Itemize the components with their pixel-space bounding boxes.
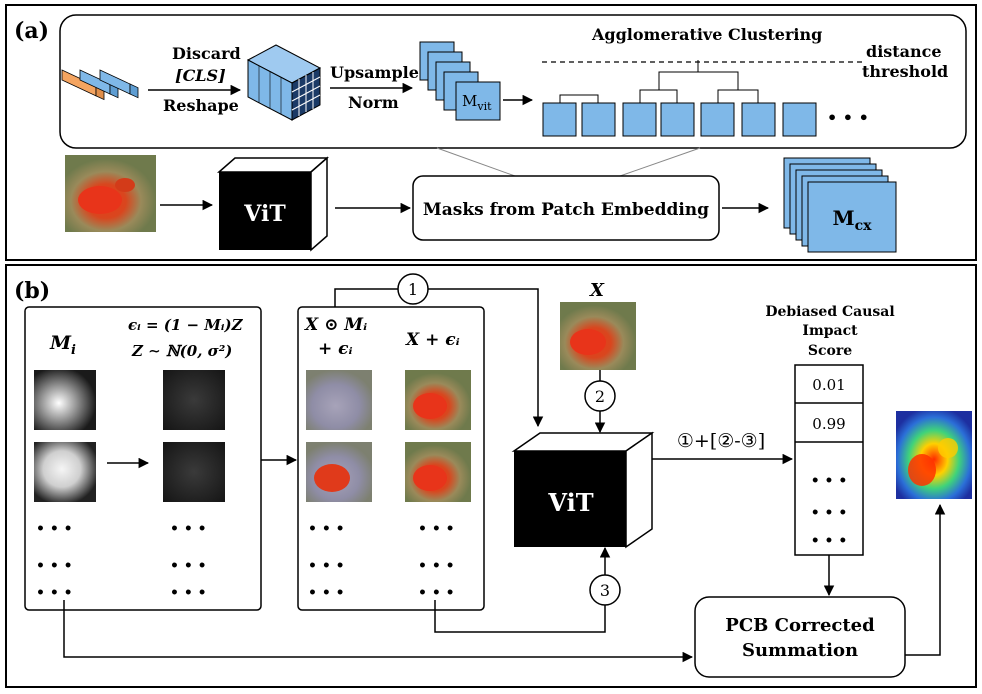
score-title-3: Score	[808, 343, 852, 359]
step-2-circle	[584, 380, 616, 412]
vit-label-a: ViT	[243, 201, 286, 227]
input-image-shrimp	[65, 155, 156, 232]
step-1-number: 1	[408, 280, 418, 299]
panel-b-border	[5, 264, 977, 688]
pcb-label-2: Summation	[742, 640, 858, 661]
cls-label: [CLS]	[175, 66, 226, 85]
dendrogram	[559, 60, 759, 103]
dots-noisy-2: • • •	[418, 558, 455, 574]
threshold-label: threshold	[862, 62, 948, 81]
heatmap-output	[896, 411, 972, 499]
mvit-label: Mvit	[462, 92, 492, 113]
noisy-image-2	[405, 442, 471, 502]
dots-noisy-3: • • •	[418, 585, 455, 601]
perturbed-box	[297, 306, 485, 611]
panel-a: (a) Discard [CLS] Reshape	[5, 4, 977, 261]
xm-label-2: + ϵᵢ	[318, 339, 353, 359]
dots-mask-1: • • •	[36, 521, 73, 537]
mask-to-pcb-line	[63, 600, 694, 663]
dots-noise-1: • • •	[170, 521, 207, 537]
clustering-title: Agglomerative Clustering	[591, 25, 822, 44]
formula-label: ①+[②-③]	[677, 430, 765, 452]
score-dots-3: • • •	[811, 533, 848, 549]
z-equation: Z ∼ ℕ(0, σ²)	[131, 342, 232, 360]
feature-grid-tensor	[246, 44, 322, 121]
masked-image-2	[306, 442, 372, 502]
dots-mask-2: • • •	[36, 558, 73, 574]
masks-label: Masks from Patch Embedding	[423, 200, 709, 220]
cluster-blocks	[542, 102, 817, 137]
dots-masked-2: • • •	[308, 558, 345, 574]
noisy-image-1	[405, 370, 471, 430]
dots-masked-1: • • •	[308, 521, 345, 537]
vit-cube-b: ViT	[511, 431, 655, 549]
step-3-circle	[589, 574, 621, 606]
path-3-line	[434, 546, 611, 633]
dots-noise-3: • • •	[170, 585, 207, 601]
token-bars	[61, 69, 139, 101]
score-dots-1: • • •	[811, 473, 848, 489]
step-3-number: 3	[600, 581, 610, 600]
masked-image-1	[306, 370, 372, 430]
cluster-ellipsis: • • •	[827, 108, 869, 127]
dots-mask-3: • • •	[36, 585, 73, 601]
masks-box	[412, 175, 720, 241]
mask-noise-box	[24, 306, 262, 611]
path-1-line	[334, 288, 544, 428]
mcx-stack	[783, 157, 897, 253]
mcx-label: Mcx	[832, 206, 872, 234]
pcb-label-1: PCB Corrected	[725, 615, 875, 636]
score-title-2: Impact	[802, 323, 858, 339]
connector-right	[619, 147, 701, 177]
mvit-stack: Mvit	[419, 41, 501, 121]
patch-embedding-box	[59, 14, 967, 149]
upsample-label: Upsample	[330, 63, 419, 82]
norm-label: Norm	[348, 93, 399, 112]
step-1-circle	[397, 273, 429, 305]
noise-image-1	[163, 370, 225, 430]
dots-noise-2: • • •	[170, 558, 207, 574]
score-column: 0.01 0.99 • • • • • • • • •	[794, 364, 864, 556]
eps-equation: ϵᵢ = (1 − Mᵢ)Z	[128, 316, 244, 334]
dots-noisy-1: • • •	[418, 521, 455, 537]
mask-image-2	[34, 442, 96, 502]
vit-label-b: ViT	[547, 488, 593, 517]
step-2-number: 2	[595, 387, 605, 406]
dots-masked-3: • • •	[308, 585, 345, 601]
noise-image-2	[163, 442, 225, 502]
xeps-label: X + ϵᵢ	[405, 330, 460, 350]
connector-left	[436, 147, 516, 177]
panel-b: (b) Mi ϵᵢ = (1 − Mᵢ)Z Z ∼ ℕ(0, σ²) • • •…	[5, 264, 977, 688]
score-value-1: 0.01	[812, 376, 845, 394]
pcb-to-heatmap-line	[905, 503, 946, 656]
score-dots-2: • • •	[811, 505, 848, 521]
discard-label: Discard	[172, 44, 241, 63]
vit-cube-a: ViT	[217, 156, 329, 252]
x-image	[560, 302, 636, 370]
mi-label: Mi	[49, 332, 76, 358]
distance-label: distance	[866, 42, 942, 61]
xm-label-1: X ⊙ Mᵢ	[304, 315, 367, 335]
pcb-box	[694, 596, 906, 678]
score-title-1: Debiased Causal	[765, 304, 894, 320]
panel-b-label: (b)	[14, 278, 50, 304]
score-value-2: 0.99	[812, 415, 845, 433]
panel-a-border	[5, 4, 977, 261]
panel-a-label: (a)	[14, 18, 49, 44]
mask-image-1	[34, 370, 96, 430]
x-label: X	[589, 280, 605, 301]
reshape-label: Reshape	[163, 96, 239, 115]
